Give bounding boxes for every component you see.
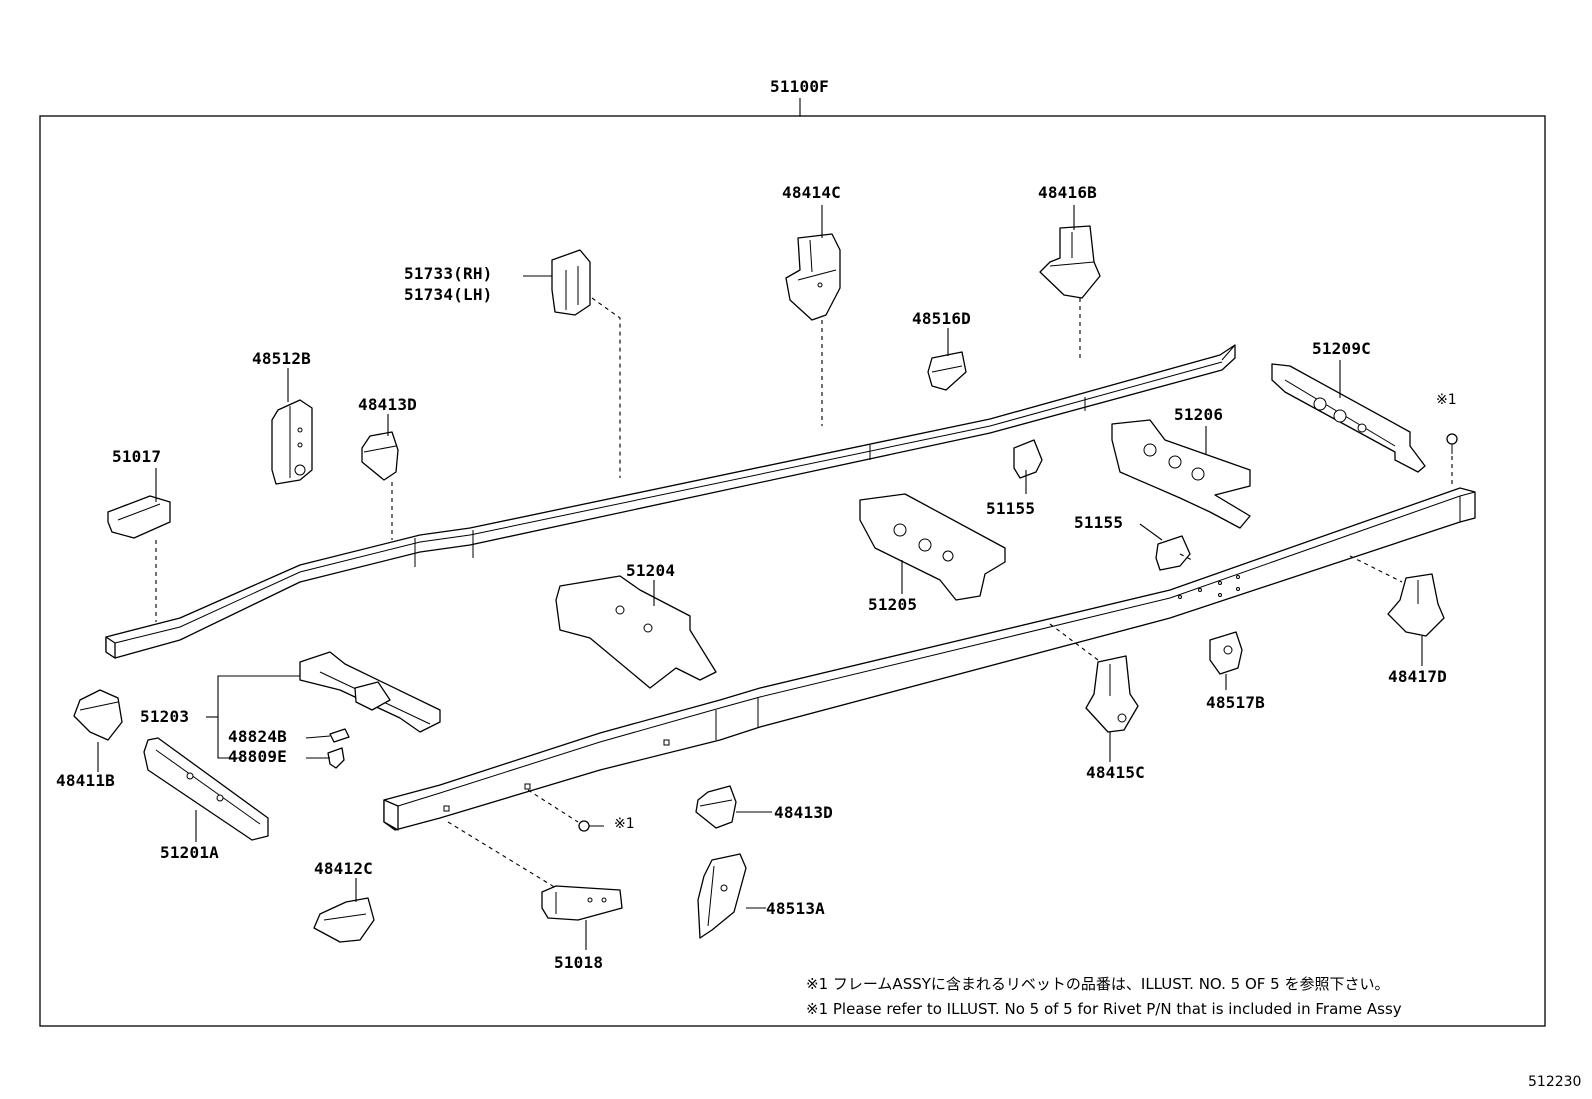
- bracket-48417D: [1387, 573, 1445, 637]
- label-48513A[interactable]: 48513A: [766, 899, 825, 918]
- bracket-48512B: [271, 399, 313, 485]
- left-side-rail: [105, 344, 1236, 659]
- label-51204[interactable]: 51204: [626, 561, 676, 580]
- bracket-48412C: [313, 897, 375, 943]
- crossmember-51209C: [1271, 363, 1426, 473]
- bracket-48517B: [1209, 631, 1243, 675]
- bracket-51018: [541, 885, 623, 921]
- diagram-border: [39, 115, 1546, 1027]
- crossmember-51204: [555, 575, 717, 689]
- bracket-51155-upper: [1013, 439, 1043, 479]
- rivet-bottom-center: [578, 820, 604, 832]
- bracket-48411B: [73, 689, 123, 741]
- label-51100F[interactable]: 51100F: [770, 77, 829, 96]
- note-english: ※1 Please refer to ILLUST. No 5 of 5 for…: [806, 1000, 1402, 1018]
- label-51017[interactable]: 51017: [112, 447, 162, 466]
- label-48414C[interactable]: 48414C: [782, 183, 841, 202]
- label-48517B[interactable]: 48517B: [1206, 693, 1265, 712]
- bracket-48416B: [1039, 225, 1101, 299]
- label-51203[interactable]: 51203: [140, 707, 190, 726]
- crossmember-51201A: [143, 737, 269, 841]
- label-48415C[interactable]: 48415C: [1086, 763, 1145, 782]
- label-48824B[interactable]: 48824B: [228, 727, 287, 746]
- label-48413D-bottom[interactable]: 48413D: [774, 803, 833, 822]
- crossmember-51017: [107, 495, 171, 539]
- clip-48824B: [329, 728, 350, 743]
- illustration-code: 512230: [1528, 1074, 1582, 1090]
- label-48412C[interactable]: 48412C: [314, 859, 373, 878]
- label-51209C[interactable]: 51209C: [1312, 339, 1371, 358]
- label-48512B[interactable]: 48512B: [252, 349, 311, 368]
- label-48516D[interactable]: 48516D: [912, 309, 971, 328]
- label-51155-lower[interactable]: 51155: [1074, 513, 1124, 532]
- rivet-top-right: [1446, 433, 1458, 454]
- label-51018[interactable]: 51018: [554, 953, 604, 972]
- label-48413D-top[interactable]: 48413D: [358, 395, 417, 414]
- bracket-48516D: [927, 351, 967, 391]
- bracket-48413D-top: [361, 431, 399, 481]
- crossmember-51205: [859, 493, 1006, 601]
- label-51734[interactable]: 51734(LH): [404, 285, 493, 304]
- bracket-51733-51734: [551, 249, 591, 316]
- right-side-rail: [383, 487, 1476, 831]
- label-48416B[interactable]: 48416B: [1038, 183, 1097, 202]
- label-51206[interactable]: 51206: [1174, 405, 1224, 424]
- clip-48809E: [327, 747, 345, 769]
- label-48809E[interactable]: 48809E: [228, 747, 287, 766]
- bracket-48415C: [1085, 655, 1139, 733]
- rivet-mark-bottom-center: ※1: [614, 816, 635, 832]
- bracket-51155-lower: [1155, 535, 1191, 571]
- crossmember-51206: [1111, 419, 1251, 529]
- label-51201A[interactable]: 51201A: [160, 843, 219, 862]
- bracket-48413D-bottom: [695, 785, 737, 829]
- bracket-48513A: [697, 853, 747, 939]
- label-51733[interactable]: 51733(RH): [404, 264, 493, 283]
- bracket-48414C: [785, 233, 841, 321]
- label-48411B[interactable]: 48411B: [56, 771, 115, 790]
- label-48417D[interactable]: 48417D: [1388, 667, 1447, 686]
- rivet-mark-top-right: ※1: [1436, 392, 1457, 408]
- note-japanese: ※1 フレームASSYに含まれるリベットの品番は、ILLUST. NO. 5 O…: [806, 975, 1390, 993]
- crossmember-51203: [299, 651, 441, 733]
- label-51205[interactable]: 51205: [868, 595, 918, 614]
- label-51155-upper[interactable]: 51155: [986, 499, 1036, 518]
